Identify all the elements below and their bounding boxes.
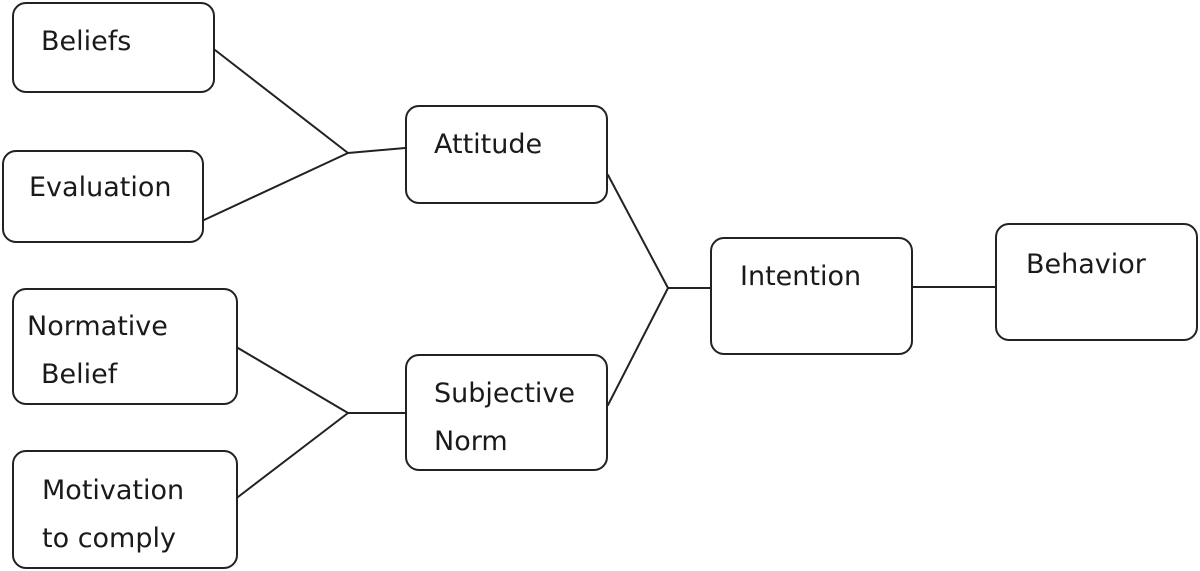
node-label-line: Belief: [41, 359, 118, 390]
node-label-line: Motivation: [42, 475, 185, 506]
node-beliefs: Beliefs: [12, 2, 215, 93]
node-subjective-norm: Subjective Norm: [405, 354, 608, 471]
node-evaluation: Evaluation: [2, 150, 204, 243]
edge-evaluation-to-junction: [203, 152, 349, 221]
node-label: Motivation to comply: [42, 467, 184, 563]
node-label-line: Normative: [27, 311, 168, 342]
node-motivation-to-comply: Motivation to comply: [12, 450, 238, 569]
node-label: Behavior: [1026, 241, 1146, 289]
node-label-line: Subjective: [434, 378, 576, 409]
edge-junction-to-attitude: [347, 147, 406, 154]
node-label-line: to comply: [42, 523, 176, 554]
node-label-line: Norm: [434, 426, 508, 457]
node-label: Beliefs: [41, 18, 131, 66]
node-intention: Intention: [710, 237, 913, 355]
node-label-line: Intention: [740, 261, 862, 292]
node-label: Normative Belief: [27, 303, 168, 399]
node-behavior: Behavior: [995, 223, 1198, 341]
edge-subjective-norm-to-junction: [607, 287, 669, 406]
node-label: Subjective Norm: [434, 370, 575, 466]
edge-motivation-to-junction: [237, 412, 349, 498]
node-label: Evaluation: [29, 164, 171, 212]
edge-normative-belief-to-junction: [237, 347, 349, 414]
node-attitude: Attitude: [405, 105, 608, 204]
node-label-line: Attitude: [434, 129, 543, 160]
edge-beliefs-to-junction: [214, 49, 349, 154]
node-label: Intention: [740, 253, 861, 301]
node-label: Attitude: [434, 121, 542, 169]
node-label-line: Beliefs: [41, 26, 132, 57]
edge-attitude-to-junction: [607, 174, 669, 289]
node-label-line: Evaluation: [29, 172, 172, 203]
node-label-line: Behavior: [1026, 249, 1146, 280]
node-normative-belief: Normative Belief: [12, 288, 238, 405]
